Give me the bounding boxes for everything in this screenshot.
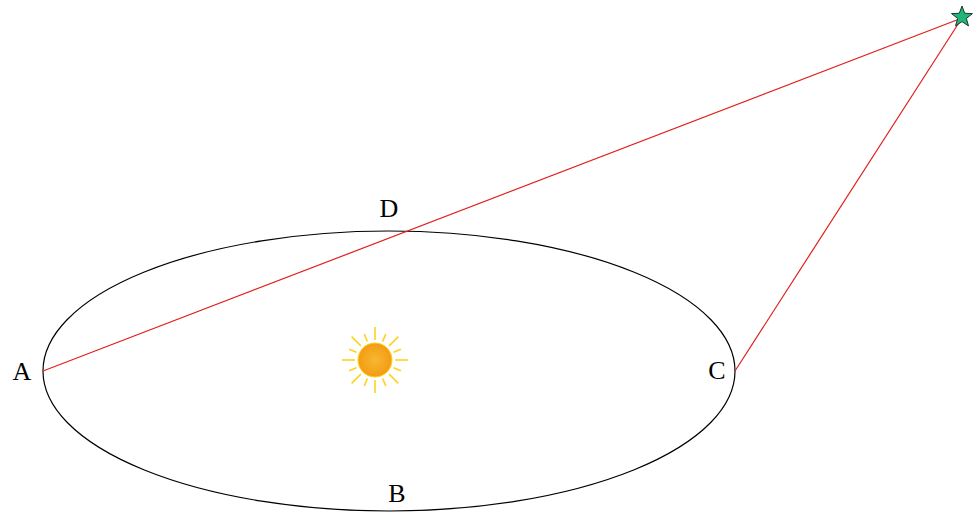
sun-ray bbox=[395, 359, 408, 361]
point-label: D bbox=[380, 196, 399, 222]
sun-ray bbox=[349, 349, 356, 352]
sun-ray bbox=[352, 337, 361, 346]
sun-ray bbox=[383, 334, 386, 341]
sun-ray bbox=[364, 378, 367, 385]
sight-line bbox=[735, 18, 962, 371]
point-label: C bbox=[708, 358, 725, 384]
sun-ray bbox=[349, 368, 356, 371]
sun-ray bbox=[342, 359, 355, 361]
sun-ray bbox=[389, 374, 398, 383]
sun-ray bbox=[389, 337, 398, 346]
sun-ray bbox=[364, 334, 367, 341]
sun-ray bbox=[374, 380, 376, 393]
orbit-ellipse bbox=[43, 231, 735, 511]
point-label: A bbox=[13, 359, 32, 385]
sun-ray bbox=[383, 378, 386, 385]
sun-ray bbox=[393, 349, 400, 352]
sun-ray bbox=[352, 374, 361, 383]
sun-symbol bbox=[342, 327, 408, 393]
sun-ray bbox=[393, 368, 400, 371]
sight-line bbox=[43, 18, 962, 371]
point-label: B bbox=[388, 481, 405, 507]
sun-body bbox=[358, 343, 392, 377]
sun-ray bbox=[374, 327, 376, 340]
star-symbol bbox=[952, 6, 973, 26]
